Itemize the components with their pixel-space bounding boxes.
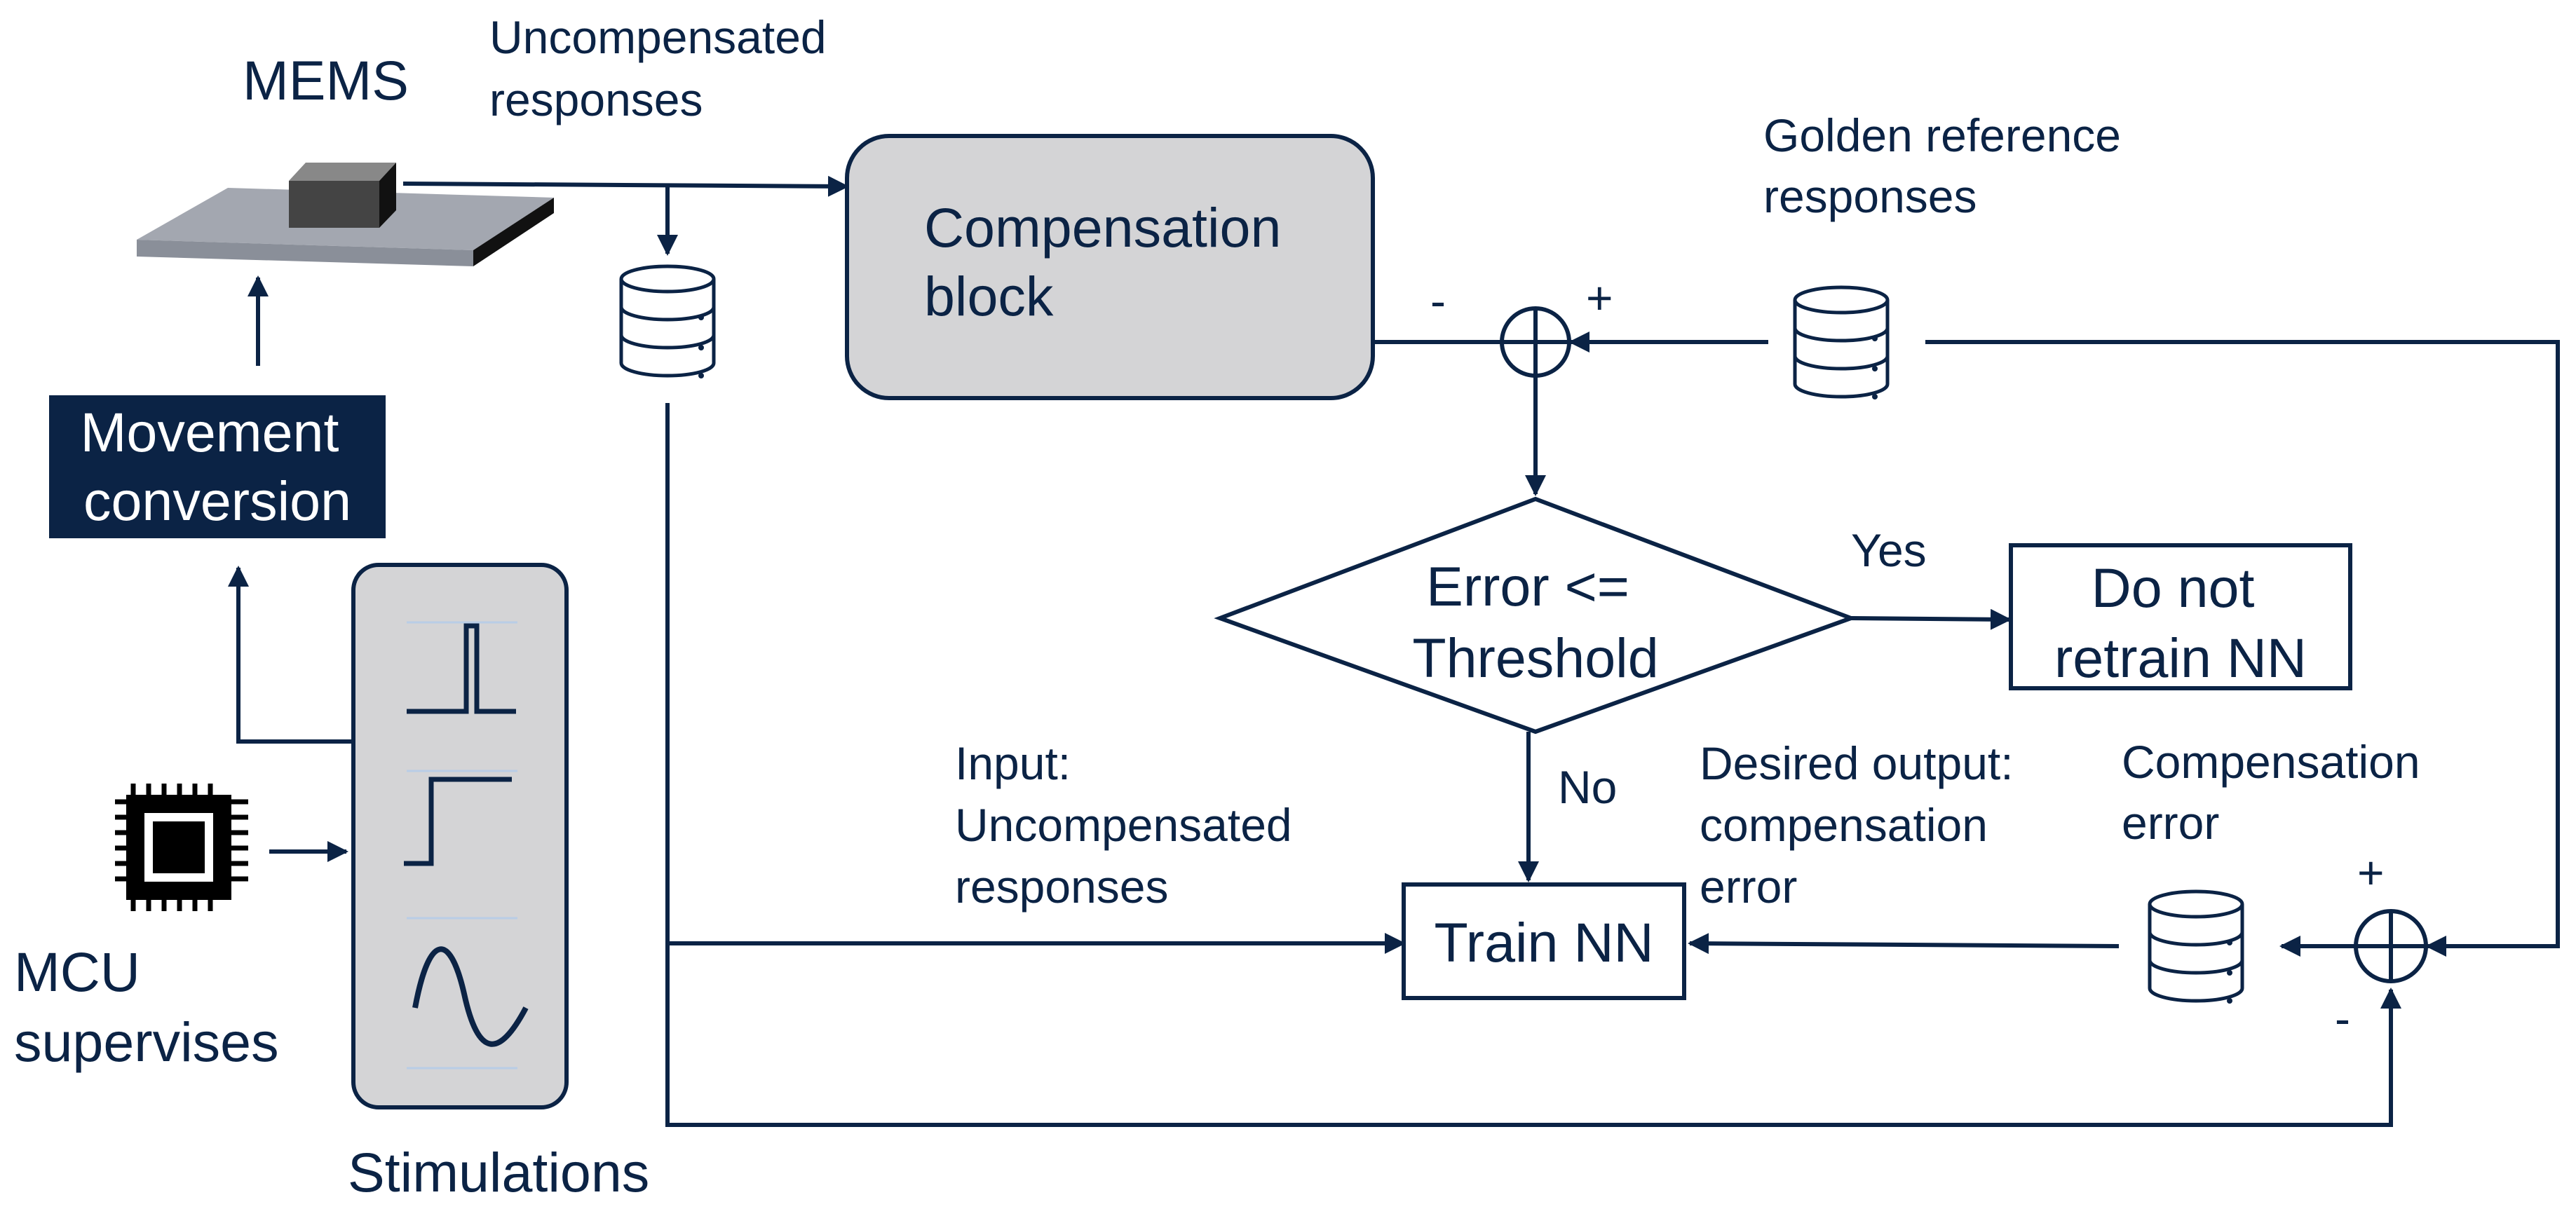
sum2-plus-sign: + bbox=[2357, 847, 2385, 899]
uncompensated-responses-label: Uncompensated responses bbox=[489, 11, 839, 125]
do-not-retrain-label: Do not retrain NN bbox=[2054, 556, 2307, 689]
movement-conversion-box bbox=[49, 395, 386, 538]
golden-reference-database-icon bbox=[1795, 287, 1887, 399]
summing-junction-icon bbox=[1500, 306, 1571, 378]
sine-wave-icon bbox=[412, 946, 529, 1047]
do-not-retrain-box bbox=[2009, 543, 2352, 690]
compensation-error-database-icon bbox=[2150, 891, 2242, 1004]
golden-ref-to-sum2-line bbox=[1925, 340, 2560, 957]
pulse-signal-icon bbox=[407, 623, 516, 714]
yes-arrow-line bbox=[1850, 608, 2012, 630]
stimulations-block bbox=[351, 563, 569, 1109]
mcu-supervises-label: MCU supervises bbox=[14, 941, 279, 1073]
summing-junction-2-icon bbox=[2354, 909, 2428, 983]
sum1-plus-sign: + bbox=[1586, 272, 1613, 324]
compensation-error-label: Compensation error bbox=[2122, 736, 2433, 849]
golden-reference-label: Golden reference responses bbox=[1763, 109, 2134, 222]
compensation-block-label: Compensation block bbox=[924, 196, 1296, 327]
mems-to-compensation-line bbox=[402, 175, 849, 197]
input-label: Input: Uncompensated responses bbox=[955, 737, 1305, 913]
mems-label: MEMS bbox=[243, 49, 409, 111]
movement-conversion-label: Movement conversion bbox=[81, 401, 355, 532]
train-nn-label: Train NN bbox=[1434, 911, 1653, 974]
compensation-block bbox=[845, 134, 1375, 400]
database-icon bbox=[621, 266, 714, 378]
stimulation-gridlines bbox=[407, 621, 517, 1070]
connectors bbox=[228, 175, 2560, 1127]
desired-output-label: Desired output: compensation error bbox=[1700, 737, 2026, 913]
stimulations-label: Stimulations bbox=[348, 1141, 649, 1203]
train-nn-box bbox=[1402, 882, 1686, 1000]
stimulations-to-movement-line bbox=[228, 566, 359, 744]
error-db-to-train-line bbox=[1688, 933, 2120, 955]
decision-diamond bbox=[1214, 496, 1857, 735]
sum2-minus-sign: - bbox=[2335, 992, 2350, 1044]
mems-sensor-icon bbox=[137, 163, 554, 266]
microcontroller-chip-icon bbox=[115, 784, 248, 911]
database-down-line bbox=[665, 403, 2401, 1127]
decision-label: Error <= Threshold bbox=[1412, 555, 1658, 689]
no-label: No bbox=[1558, 761, 1617, 813]
yes-label: Yes bbox=[1851, 524, 1927, 576]
step-signal-icon bbox=[404, 777, 512, 866]
sum1-minus-sign: - bbox=[1430, 275, 1446, 327]
